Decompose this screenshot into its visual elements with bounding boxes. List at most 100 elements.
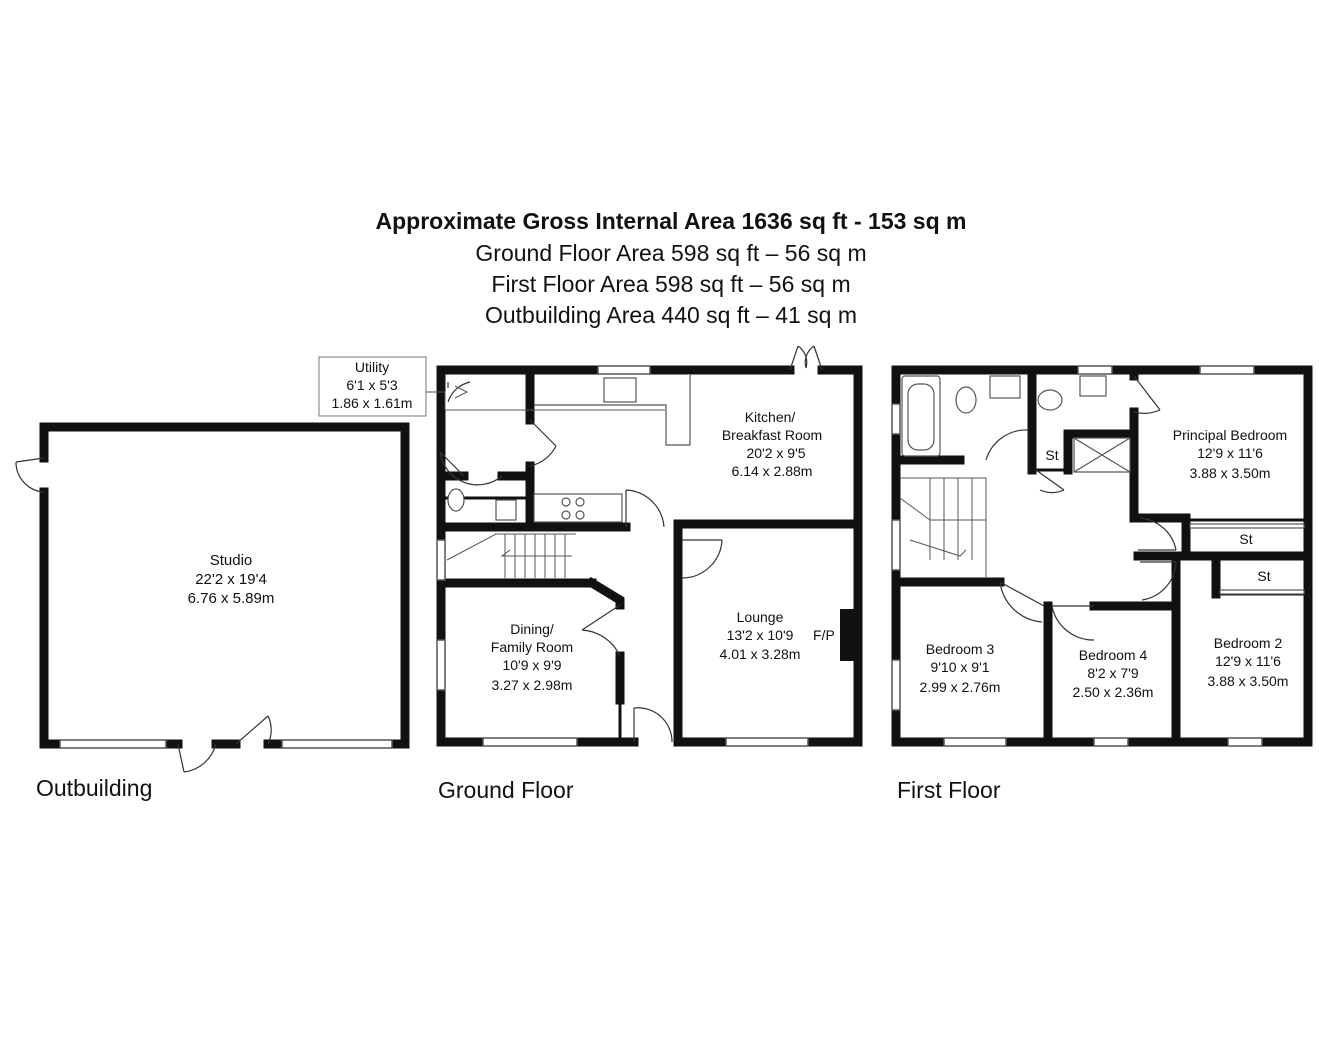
door-swing: [529, 419, 557, 467]
toilet: [1037, 389, 1063, 411]
kitchen-metric: 6.14 x 2.88m: [732, 463, 813, 479]
utility-pointer: [426, 391, 665, 411]
door-swing: [177, 743, 217, 773]
bedroom4-name: Bedroom 4: [1079, 647, 1148, 663]
door-swing: [999, 581, 1045, 623]
studio-imperial: 22'2 x 19'4: [195, 571, 267, 588]
kitchen-name1: Kitchen/: [745, 409, 796, 425]
bedroom3-name: Bedroom 3: [926, 641, 995, 657]
shower-tray-line: [1073, 437, 1131, 473]
ground-floor-plan: Utility 6'1 x 5'3 1.86 x 1.61m Kitchen/ …: [318, 345, 863, 803]
door-swing: [789, 345, 823, 371]
door-swing: [625, 489, 665, 528]
basin: [989, 375, 1021, 399]
window: [482, 737, 578, 747]
wardrobe-rail: [1189, 523, 1305, 529]
first-floor-label: First Floor: [897, 777, 1001, 803]
area-title: Approximate Gross Internal Area 1636 sq …: [375, 208, 967, 234]
lounge-metric: 4.01 x 3.28m: [720, 646, 801, 662]
studio-name: Studio: [210, 552, 253, 569]
door-swing: [15, 457, 45, 493]
window: [943, 737, 1007, 747]
utility-name: Utility: [355, 359, 389, 375]
door-swing: [985, 429, 1029, 470]
bedroom2-imperial: 12'9 x 11'6: [1215, 653, 1281, 669]
exterior-wall: [436, 365, 795, 545]
window: [725, 737, 809, 747]
dining-name2: Family Room: [491, 639, 573, 655]
window: [891, 659, 901, 711]
window: [1093, 737, 1129, 747]
door-swing: [633, 707, 673, 743]
utility-metric: 1.86 x 1.61m: [332, 395, 413, 411]
stair-tread: [899, 497, 931, 521]
kitchen-imperial: 20'2 x 9'5: [746, 445, 805, 461]
bedroom3-metric: 2.99 x 2.76m: [920, 679, 1001, 695]
outbuilding-label: Outbuilding: [36, 775, 152, 801]
principal-imperial: 12'9 x 11'6: [1197, 445, 1263, 461]
window: [1199, 365, 1255, 375]
door-swing: [1051, 605, 1095, 641]
toilet: [955, 386, 977, 414]
ground-floor-label: Ground Floor: [438, 777, 574, 803]
principal-metric: 3.88 x 3.50m: [1190, 465, 1271, 481]
store-label: St: [1257, 568, 1270, 584]
window: [436, 639, 446, 691]
hob-ring: [561, 510, 571, 520]
bath-inner: [907, 383, 935, 451]
hob-ring: [575, 510, 585, 520]
ground-floor-area: Ground Floor Area 598 sq ft – 56 sq m: [475, 240, 867, 266]
fireplace: [840, 609, 858, 661]
window: [59, 739, 167, 749]
utility-imperial: 6'1 x 5'3: [346, 377, 397, 393]
door-swing: [681, 539, 723, 579]
lounge-imperial: 13'2 x 10'9: [727, 627, 794, 643]
door-swing: [439, 451, 503, 486]
door-swing: [581, 604, 621, 657]
dining-name1: Dining/: [510, 621, 554, 637]
window: [436, 539, 446, 581]
door-swing: [447, 381, 471, 403]
kitchen-name2: Breakfast Room: [722, 427, 822, 443]
kitchen-worktop: [534, 374, 691, 446]
door-swing: [1035, 469, 1065, 494]
window: [891, 519, 901, 571]
bedroom3-imperial: 9'10 x 9'1: [930, 659, 989, 675]
stair-arrow: [909, 539, 967, 557]
exterior-wall: [673, 365, 863, 747]
fireplace-label: F/P: [813, 627, 835, 643]
first-floor-area: First Floor Area 598 sq ft – 56 sq m: [491, 271, 851, 297]
staircase: [900, 477, 987, 578]
stair-arrow: [500, 549, 572, 557]
outbuilding-plan: Studio 22'2 x 19'4 6.76 x 5.89m Outbuild…: [15, 422, 410, 801]
wardrobe-rail: [1219, 589, 1305, 595]
studio-metric: 6.76 x 5.89m: [188, 590, 275, 607]
hob-ring: [561, 497, 571, 507]
store-label: St: [1045, 447, 1058, 463]
window: [891, 403, 901, 435]
bedroom4-metric: 2.50 x 2.36m: [1073, 684, 1154, 700]
principal-name: Principal Bedroom: [1173, 427, 1287, 443]
basin: [495, 499, 517, 521]
window: [597, 365, 651, 375]
bedroom2-metric: 3.88 x 3.50m: [1208, 673, 1289, 689]
door-swing: [1140, 561, 1177, 601]
interior-wall: [585, 576, 625, 610]
door-swing: [1138, 517, 1177, 551]
first-floor-plan: St St St Principal Bedroom 12'9 x 11'6 3…: [891, 365, 1313, 803]
basin: [1079, 375, 1107, 397]
hob-ring: [575, 497, 585, 507]
exterior-wall: [891, 365, 1313, 747]
door-swing: [235, 715, 272, 745]
utility-arrow: [454, 385, 469, 399]
door-swing: [1133, 375, 1161, 414]
bedroom4-imperial: 8'2 x 7'9: [1087, 665, 1138, 681]
window: [1077, 365, 1113, 375]
staircase: [446, 533, 576, 561]
store-label: St: [1239, 531, 1252, 547]
dining-metric: 3.27 x 2.98m: [492, 677, 573, 693]
sink: [603, 377, 637, 403]
lounge-name: Lounge: [737, 609, 784, 625]
bedroom2-name: Bedroom 2: [1214, 635, 1283, 651]
